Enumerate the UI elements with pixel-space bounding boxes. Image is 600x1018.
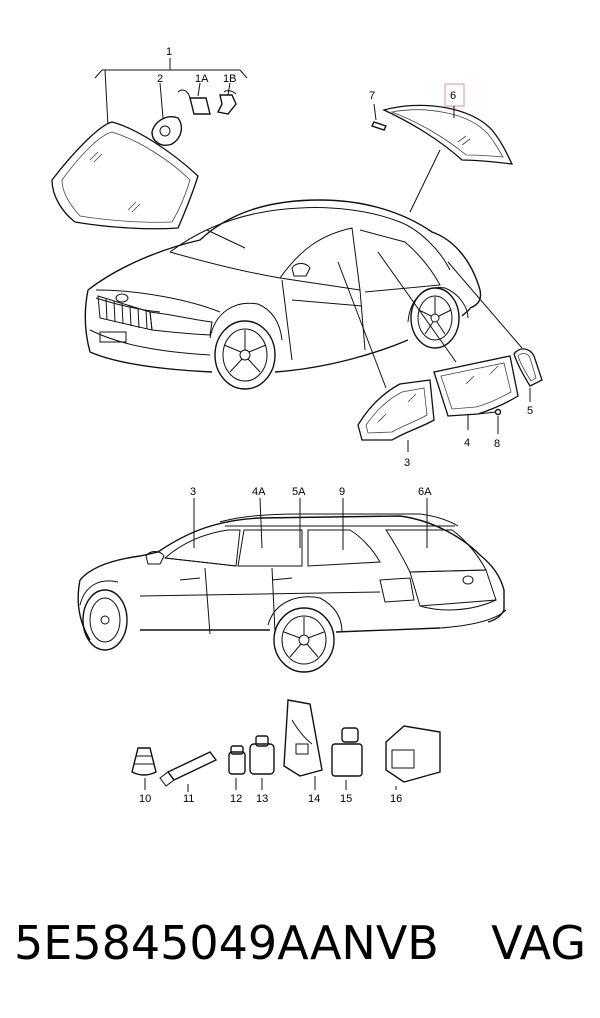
callout-5: 5 (527, 405, 533, 417)
footer-bar: 5E5845049AANVB VAG (14, 908, 586, 978)
callout-15: 15 (340, 793, 352, 805)
callout-w3: 3 (190, 486, 196, 498)
callout-1b: 1B (223, 73, 236, 85)
callout-16: 16 (390, 793, 402, 805)
callout-8: 8 (494, 438, 500, 450)
sedan-car (84, 199, 482, 390)
cleaner-can-icon (249, 735, 275, 790)
primer-bottle-icon (228, 745, 246, 790)
callout-1a: 1A (195, 73, 209, 85)
quarter-glass (513, 348, 543, 402)
front-door-glass (357, 379, 435, 452)
callout-6: 6 (450, 90, 456, 102)
sealant-tube-icon (166, 751, 218, 781)
parts-diagram: 1 2 1A 1B 7 6 5 3 4 8 3 4A 5A 9 6A 10 11… (51, 46, 543, 805)
callout-3: 3 (404, 457, 410, 469)
part-number: 5E5845049AANVB (14, 916, 439, 970)
kit-box-icon (385, 725, 441, 790)
repair-kit-bag-icon (283, 699, 323, 790)
callout-13: 13 (256, 793, 268, 805)
callout-7: 7 (369, 90, 375, 102)
estate-car (77, 497, 507, 673)
callout-14: 14 (308, 793, 320, 805)
windscreen-group (51, 58, 248, 230)
callout-w5a: 5A (292, 486, 306, 498)
callout-w6a: 6A (418, 486, 432, 498)
callout-12: 12 (230, 793, 242, 805)
callout-w4a: 4A (252, 486, 266, 498)
callout-2: 2 (157, 73, 163, 85)
clip-icon (216, 94, 237, 115)
rear-window-group (371, 83, 514, 213)
rear-door-glass (433, 355, 519, 434)
trim-clip-icon (371, 121, 387, 131)
callout-4: 4 (464, 437, 470, 449)
callout-w9: 9 (339, 486, 345, 498)
callout-1: 1 (166, 46, 172, 58)
activator-pack-icon (331, 727, 363, 790)
callout-11: 11 (183, 793, 194, 805)
sensor-bracket-icon (189, 97, 211, 115)
accessories-row (131, 699, 441, 792)
brand-label: VAG (491, 916, 586, 970)
rear-window-glass (382, 104, 514, 165)
windscreen-glass (51, 121, 199, 230)
mirror-mount-icon (151, 116, 183, 146)
callout-10: 10 (139, 793, 151, 805)
adhesive-bead-icon (131, 747, 157, 776)
